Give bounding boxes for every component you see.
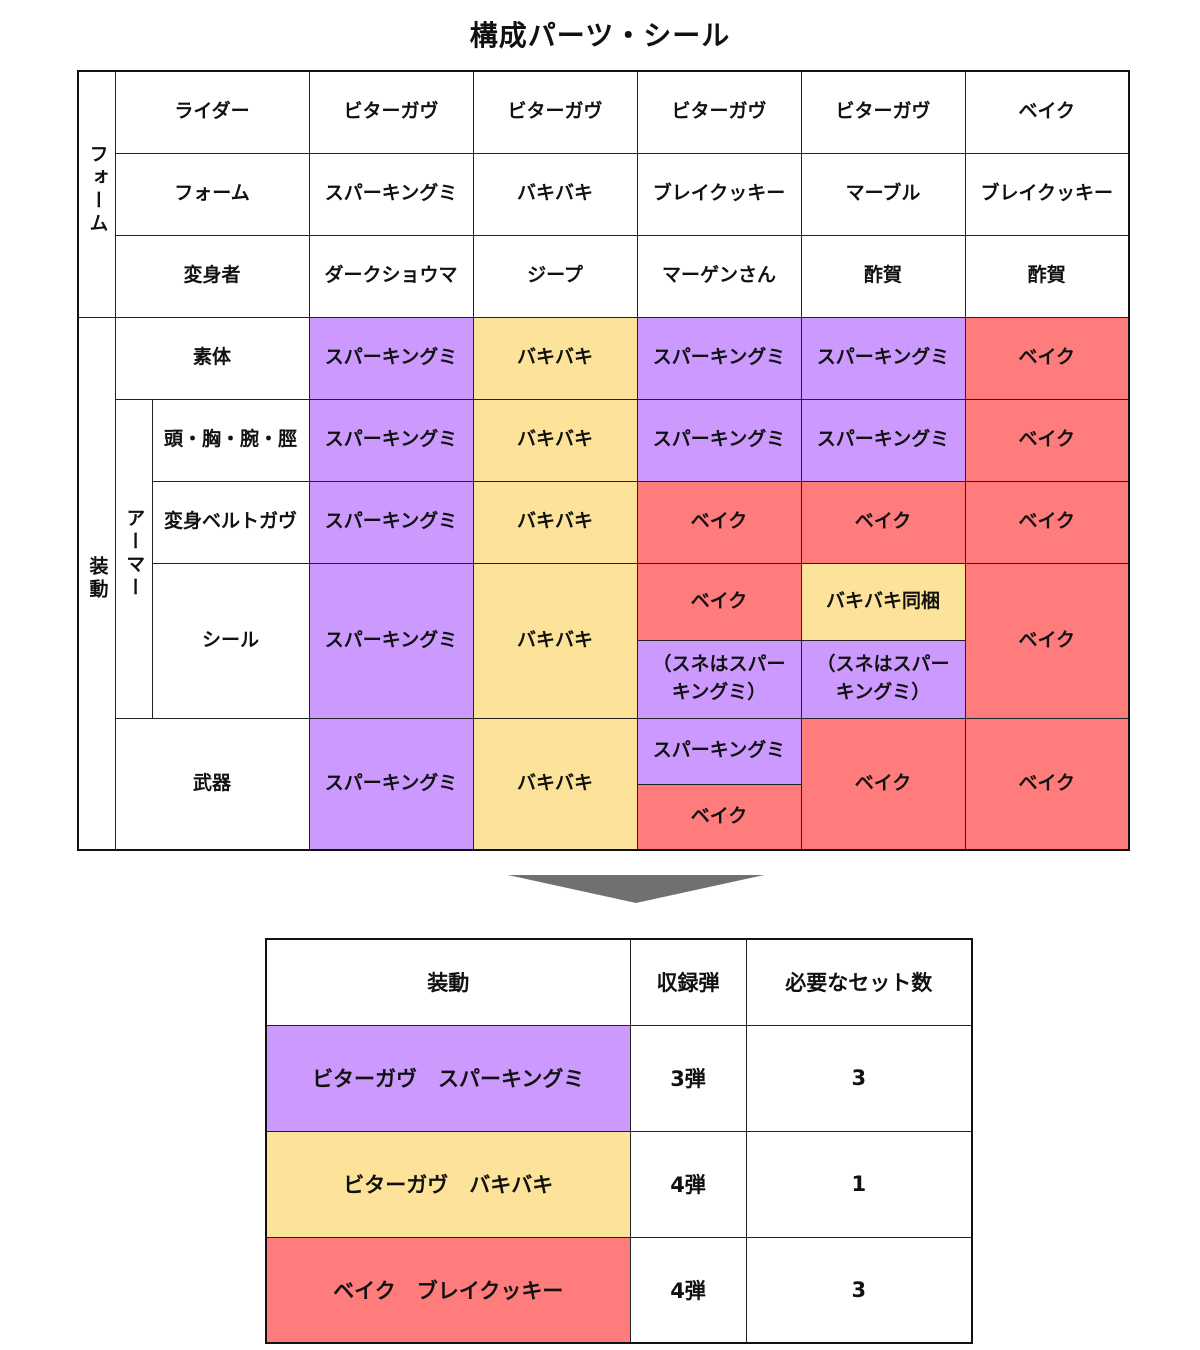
seal-cell-top: バキバキ同梱 [800, 562, 966, 641]
summary-count: 1 [745, 1130, 973, 1238]
weapon-label: 武器 [114, 717, 310, 851]
seal-note-line: キングミ） [671, 681, 767, 703]
form-row: フォーム スパーキングミ バキバキ ブレイクッキー マーブル ブレイクッキー [78, 152, 1130, 236]
summary-wave: 3弾 [629, 1024, 747, 1132]
weapon-cell: ベイク [964, 717, 1130, 851]
belt-row: 変身ベルトガヴ スパーキングミ バキバキ ベイク ベイク ベイク [78, 480, 1130, 564]
seal-note-line: キングミ） [835, 681, 931, 703]
henshin-cell: 酢賀 [800, 234, 966, 318]
summary-header: 装動 [265, 938, 631, 1026]
seal-note-line: （スネはスパー [816, 653, 950, 676]
summary-wave: 4弾 [629, 1236, 747, 1344]
sotai-row: 装動 素体 スパーキングミ バキバキ スパーキングミ スパーキングミ ベイク [77, 316, 1130, 851]
henshin-cell: ジープ [472, 234, 638, 318]
page-title: 構成パーツ・シール [469, 19, 731, 52]
weapon-row: 武器 スパーキングミ バキバキ スパーキングミ ベイク ベイク [78, 717, 1130, 851]
summary-count: 3 [745, 1024, 973, 1132]
seal-cell: スパーキングミ [308, 562, 474, 719]
head-cell: バキバキ [472, 398, 638, 482]
form-cell: スパーキングミ [308, 152, 474, 236]
summary-row: ビターガヴ バキバキ 4弾 1 [265, 1130, 973, 1238]
head-cell: スパーキングミ [636, 398, 802, 482]
form-cell: バキバキ [472, 152, 638, 236]
seal-cell: ベイク [964, 562, 1130, 719]
rider-cell: ベイク [964, 70, 1130, 154]
sotai-cell: スパーキングミ [308, 316, 474, 400]
head-cell: スパーキングミ [308, 398, 474, 482]
head-label: 頭・胸・腕・脛 [151, 398, 310, 482]
seal-cell-bottom: （スネはスパー キングミ） [800, 639, 966, 719]
belt-cell: ベイク [800, 480, 966, 564]
henshin-cell: マーゲンさん [636, 234, 802, 318]
weapon-cell-top: スパーキングミ [636, 717, 802, 785]
rider-cell: ビターガヴ [800, 70, 966, 154]
henshin-cell: ダークショウマ [308, 234, 474, 318]
belt-cell: バキバキ [472, 480, 638, 564]
seal-cell-top: ベイク [636, 562, 802, 641]
head-cell: スパーキングミ [800, 398, 966, 482]
equipment-group-label: 装動 [77, 316, 116, 851]
seal-row: シール スパーキングミ バキバキ ベイク バキバキ同梱 ベイク [78, 562, 1130, 719]
summary-header: 収録弾 [629, 938, 747, 1026]
belt-cell: ベイク [964, 480, 1130, 564]
form-group-label: フォーム [77, 70, 116, 318]
form-label: フォーム [114, 152, 310, 236]
weapon-cell-bottom: ベイク [636, 783, 802, 851]
weapon-subrow: ベイク [78, 783, 1129, 851]
summary-wave: 4弾 [629, 1130, 747, 1238]
weapon-cell: スパーキングミ [308, 717, 474, 851]
seal-note-line: （スネはスパー [652, 653, 786, 676]
rider-cell: ビターガヴ [636, 70, 802, 154]
rider-row: フォーム ライダー ビターガヴ ビターガヴ ビターガヴ ビターガヴ ベイク [77, 70, 1130, 318]
weapon-cell: ベイク [800, 717, 966, 851]
form-cell: マーブル [800, 152, 966, 236]
head-row: アーマー 頭・胸・腕・脛 スパーキングミ バキバキ スパーキングミ スパーキング… [78, 398, 1130, 719]
down-arrow-icon [508, 875, 764, 903]
summary-name: ビターガヴ バキバキ [265, 1130, 631, 1238]
summary-table: 装動 収録弾 必要なセット数 ビターガヴ スパーキングミ 3弾 3 ビターガヴ … [265, 938, 973, 1344]
seal-label: シール [151, 562, 310, 719]
sotai-label: 素体 [114, 316, 310, 400]
henshin-label: 変身者 [114, 234, 310, 318]
henshin-row: 変身者 ダークショウマ ジープ マーゲンさん 酢賀 酢賀 [78, 234, 1130, 318]
armor-group-label: アーマー [114, 398, 153, 719]
seal-subrow: （スネはスパー キングミ） （スネはスパー キングミ） [78, 639, 1129, 719]
summary-header-row: 装動 収録弾 必要なセット数 [265, 938, 973, 1026]
form-cell: ブレイクッキー [636, 152, 802, 236]
summary-row: ビターガヴ スパーキングミ 3弾 3 [265, 1024, 973, 1132]
seal-cell: バキバキ [472, 562, 638, 719]
weapon-cell: バキバキ [472, 717, 638, 851]
sotai-cell: バキバキ [472, 316, 638, 400]
summary-row: ベイク ブレイクッキー 4弾 3 [265, 1236, 973, 1344]
henshin-cell: 酢賀 [964, 234, 1130, 318]
sotai-cell: スパーキングミ [636, 316, 802, 400]
rider-label: ライダー [114, 70, 310, 154]
parts-table: フォーム ライダー ビターガヴ ビターガヴ ビターガヴ ビターガヴ ベイク フォ… [77, 70, 1130, 851]
seal-cell-bottom: （スネはスパー キングミ） [636, 639, 802, 719]
summary-name: ビターガヴ スパーキングミ [265, 1024, 631, 1132]
belt-cell: ベイク [636, 480, 802, 564]
rider-cell: ビターガヴ [472, 70, 638, 154]
summary-header: 必要なセット数 [745, 938, 973, 1026]
rider-cell: ビターガヴ [308, 70, 474, 154]
summary-name: ベイク ブレイクッキー [265, 1236, 631, 1344]
belt-cell: スパーキングミ [308, 480, 474, 564]
belt-label: 変身ベルトガヴ [151, 480, 310, 564]
form-cell: ブレイクッキー [964, 152, 1130, 236]
summary-count: 3 [745, 1236, 973, 1344]
sotai-cell: スパーキングミ [800, 316, 966, 400]
head-cell: ベイク [964, 398, 1130, 482]
sotai-cell: ベイク [964, 316, 1130, 400]
